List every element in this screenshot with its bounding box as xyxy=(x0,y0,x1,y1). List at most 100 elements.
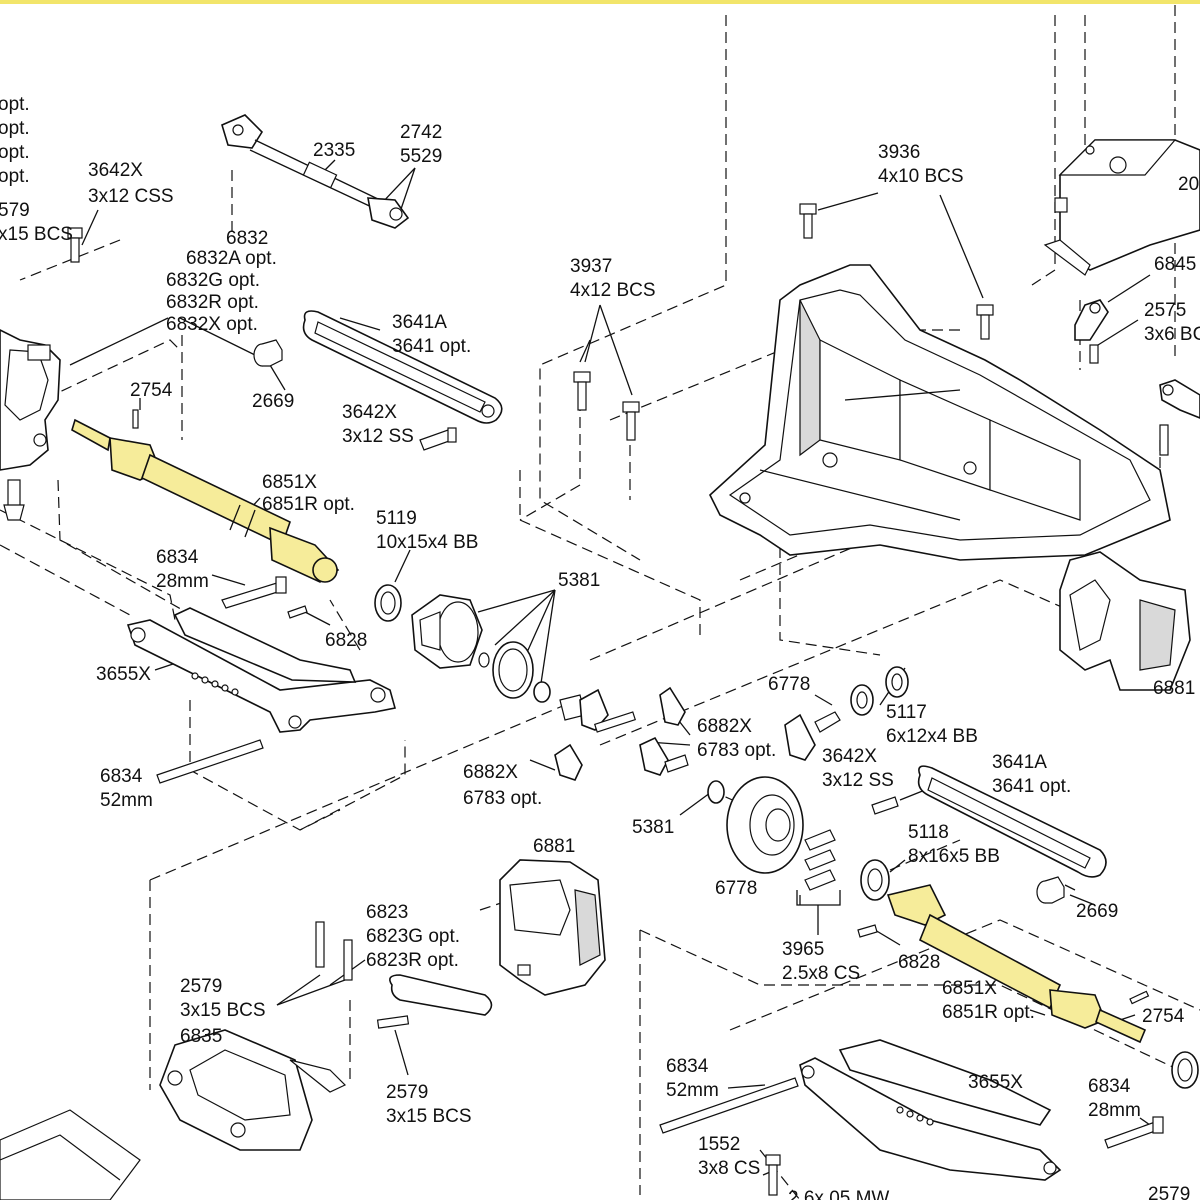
bearing-5119 xyxy=(374,584,402,622)
label-3965: 3965 xyxy=(782,939,824,960)
label-6832x: 6832X opt. xyxy=(166,314,258,335)
label-6828-left: 6828 xyxy=(325,630,367,651)
label-left-opt-4: opt. xyxy=(0,166,30,187)
chassis-corner xyxy=(0,1109,141,1200)
bushing-2669-upper xyxy=(253,339,283,367)
label-5381-upper: 5381 xyxy=(558,570,600,591)
label-3642x-mid-spec: 3x12 SS xyxy=(342,426,414,447)
label-3965-spec: 2.5x8 CS xyxy=(782,963,860,984)
label-6834-28mm-left-spec: 28mm xyxy=(156,571,209,592)
label-3937: 3937 xyxy=(570,256,612,277)
screw-3642x-mid xyxy=(419,427,457,451)
label-left-2579: 579 xyxy=(0,200,30,221)
label-2575-spec: 3x6 BC xyxy=(1144,324,1200,345)
hinge-pin-6834-28mm-left xyxy=(221,576,287,609)
camber-link-3641a-upper xyxy=(302,310,503,424)
label-3642x-right: 3642X xyxy=(822,746,877,767)
screw-1552 xyxy=(765,1154,781,1196)
label-20-partial: 20 xyxy=(1178,174,1199,195)
label-6834-28mm-left: 6834 xyxy=(156,547,199,568)
label-left-opt-2: opt. xyxy=(0,118,30,139)
label-3936: 3936 xyxy=(878,142,920,163)
label-6834-52mm-left: 6834 xyxy=(100,766,143,787)
label-6823: 6823 xyxy=(366,902,408,923)
label-3641-upper-opt: 3641 opt. xyxy=(392,336,471,357)
label-6835: 6835 xyxy=(180,1026,222,1047)
highlight-cap-left xyxy=(312,557,338,583)
label-6851x-right: 6851X xyxy=(942,978,997,999)
pin-2754-left xyxy=(132,409,139,429)
label-bottom-partial: 2.6x.05 MW xyxy=(788,1188,889,1200)
skid-plate-6835 xyxy=(159,1029,347,1151)
bracket-6823 xyxy=(389,974,493,1016)
driveshaft-6851x-right xyxy=(886,884,1199,1089)
left-steering-block xyxy=(0,329,61,521)
highlight-shaft-right xyxy=(1095,1008,1147,1044)
label-6851r-right: 6851R opt. xyxy=(942,1002,1035,1023)
label-6832a: 6832A opt. xyxy=(186,248,277,269)
label-3641a-upper: 3641A xyxy=(392,312,447,333)
label-6834-52mm-right: 6834 xyxy=(666,1056,709,1077)
pin-2754-right xyxy=(1129,990,1150,1005)
label-3641-right-opt: 3641 opt. xyxy=(992,776,1071,797)
label-3936-spec: 4x10 BCS xyxy=(878,166,964,187)
label-2579-a: 2579 xyxy=(180,976,222,997)
label-5381-lower: 5381 xyxy=(632,817,674,838)
screw-6828-right xyxy=(857,924,878,938)
diff-gasket-5381 xyxy=(492,641,551,703)
label-6834-52mm-right-spec: 52mm xyxy=(666,1080,719,1101)
label-6881-right: 6881 xyxy=(1153,678,1195,699)
driveshaft-6851x-left xyxy=(71,418,340,583)
label-2669-upper: 2669 xyxy=(252,391,294,412)
bushing-2669-right xyxy=(1036,876,1065,904)
highlight-joint-right xyxy=(1049,989,1107,1029)
label-2579-b: 2579 xyxy=(386,1082,428,1103)
label-6882x-right: 6882X xyxy=(697,716,752,737)
differential-carrier xyxy=(411,594,490,669)
label-3655x-left: 3655X xyxy=(96,664,151,685)
highlight-tube-right xyxy=(918,913,1062,1010)
label-6832g: 6832G opt. xyxy=(166,270,260,291)
screws-3937 xyxy=(573,371,640,441)
label-2742: 2742 xyxy=(400,122,442,143)
label-5118-spec: 8x16x5 BB xyxy=(908,846,1000,867)
top-highlight-rule xyxy=(0,0,1200,4)
front-bulkhead xyxy=(709,264,1171,561)
camber-link-3641a-right xyxy=(917,765,1107,878)
screw-6828-left xyxy=(287,605,308,619)
part-labels: opt. opt. opt. opt. 579 x15 BCS 3642X 3x… xyxy=(0,94,1200,1200)
label-6882x-left: 6882X xyxy=(463,762,518,783)
label-3642x-top: 3642X xyxy=(88,160,143,181)
label-2579-a-spec: 3x15 BCS xyxy=(180,1000,266,1021)
label-6881-lower: 6881 xyxy=(533,836,575,857)
label-6778-upper: 6778 xyxy=(768,674,810,695)
label-3937-spec: 4x12 BCS xyxy=(570,280,656,301)
screws-3936 xyxy=(799,203,994,340)
label-6834-28mm-right: 6834 xyxy=(1088,1076,1131,1097)
label-6851x-left: 6851X xyxy=(262,472,317,493)
servo-horn-6845 xyxy=(1074,299,1109,341)
toe-link-2335 xyxy=(221,114,410,229)
label-5119: 5119 xyxy=(376,508,417,529)
label-6823r: 6823R opt. xyxy=(366,950,459,971)
bearing-5118 xyxy=(860,859,890,901)
label-5118: 5118 xyxy=(908,822,949,843)
gear-housing-6881-right xyxy=(1059,551,1191,691)
label-3655x-right: 3655X xyxy=(968,1072,1023,1093)
diff-gears-6882x xyxy=(554,686,689,781)
screws-2579-lower xyxy=(315,921,410,1029)
screw-2575 xyxy=(1089,344,1099,364)
screws-3965 xyxy=(804,829,836,891)
highlight-shaft-left xyxy=(71,418,111,452)
right-steering-link xyxy=(1159,379,1200,456)
label-6828-right: 6828 xyxy=(898,952,940,973)
label-3642x-right-spec: 3x12 SS xyxy=(822,770,894,791)
label-5117-spec: 6x12x4 BB xyxy=(886,726,978,747)
label-2335: 2335 xyxy=(313,140,355,161)
label-6832r: 6832R opt. xyxy=(166,292,259,313)
label-3642x-top-spec: 3x12 CSS xyxy=(88,186,174,207)
label-6783-left: 6783 opt. xyxy=(463,788,542,809)
label-6783-right: 6783 opt. xyxy=(697,740,776,761)
label-6823g: 6823G opt. xyxy=(366,926,460,947)
